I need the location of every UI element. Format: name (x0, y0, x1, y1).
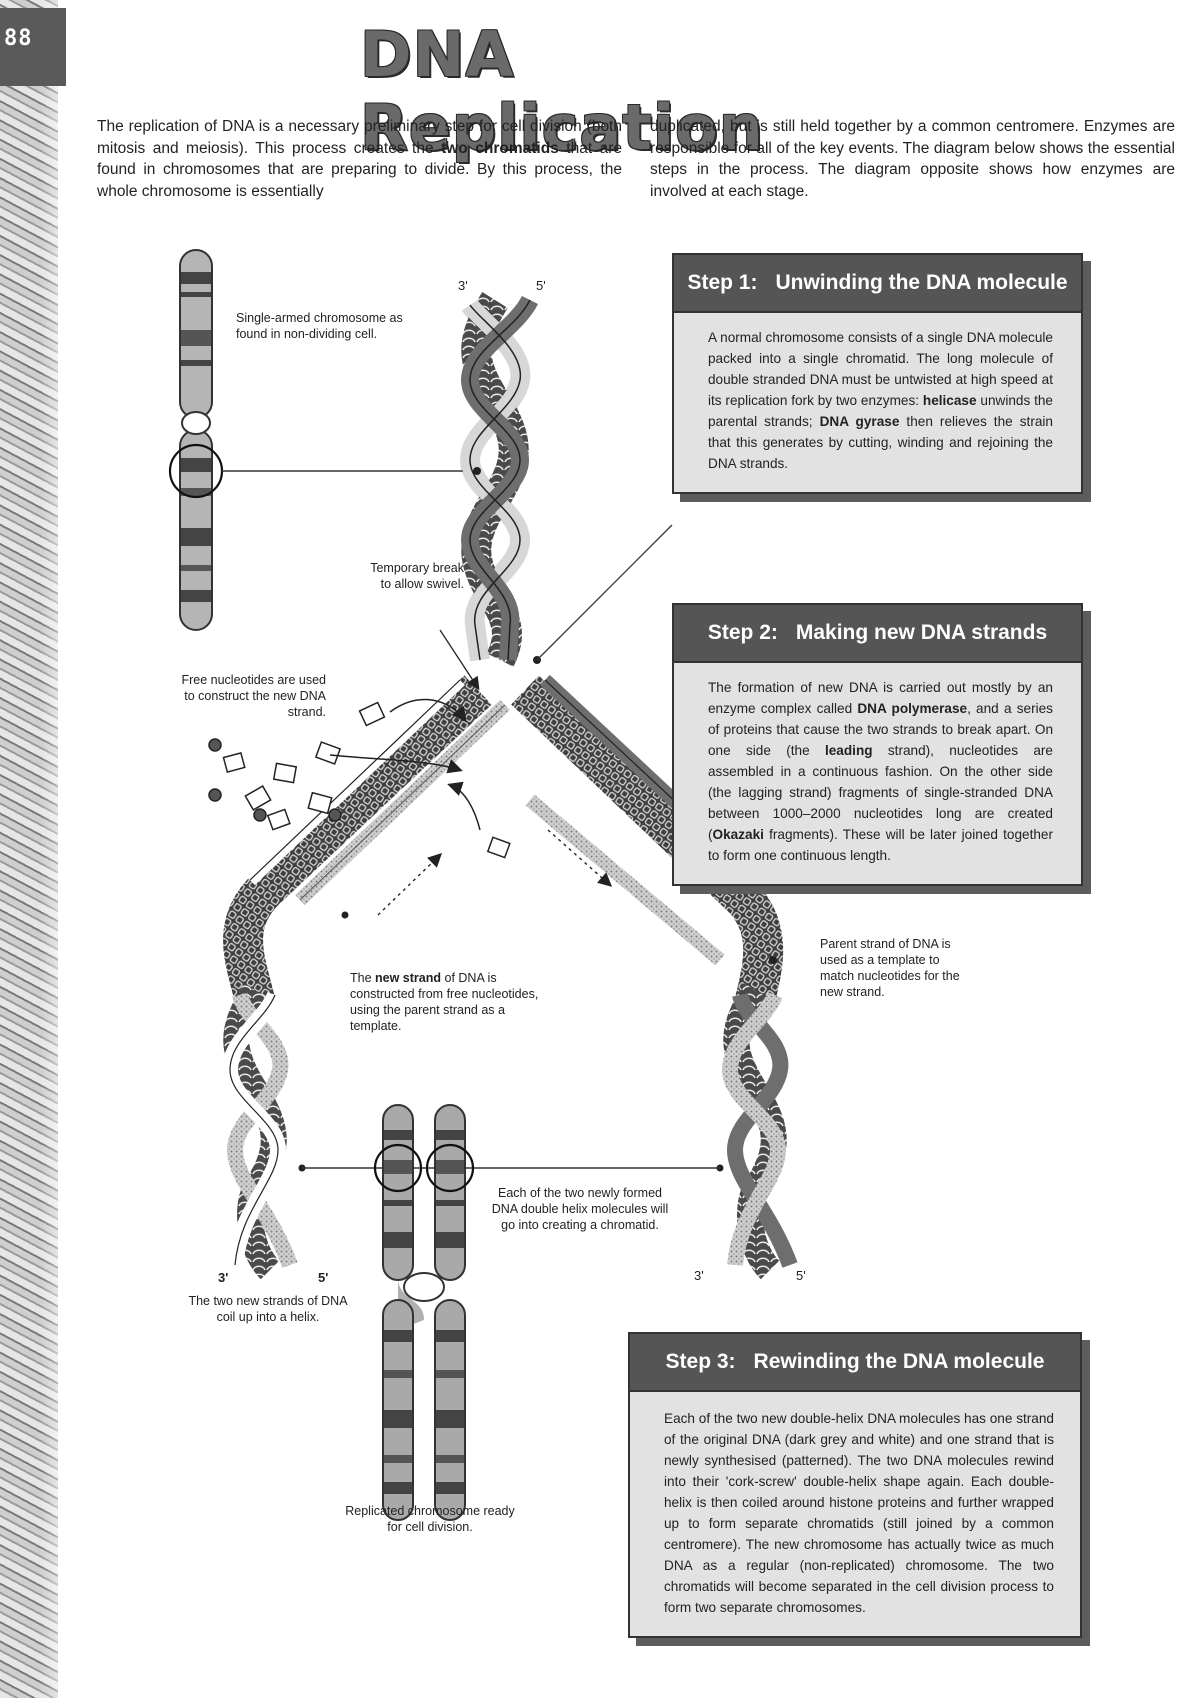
step3-box: Step 3: Rewinding the DNA molecule Each o… (628, 1332, 1082, 1638)
label-new-strand: The new strand of DNA is constructed fro… (350, 970, 540, 1034)
step1-header: Step 1: Unwinding the DNA molecule (672, 253, 1083, 313)
end-label: 5' (536, 278, 546, 293)
step3-title: Rewinding the DNA molecule (754, 1350, 1045, 1373)
label-free-nucleotides: Free nucleotides are used to construct t… (180, 672, 326, 720)
step-bold: DNA polymerase (857, 701, 967, 716)
step2-header: Step 2: Making new DNA strands (672, 603, 1083, 663)
step-bold: DNA gyrase (820, 414, 900, 429)
label-replicated: Replicated chromosome ready for cell div… (345, 1503, 515, 1535)
direction-arrow (378, 855, 440, 915)
step1-title: Unwinding the DNA molecule (775, 271, 1067, 294)
label-single-armed: Single-armed chromosome as found in non-… (236, 310, 406, 342)
end-label: 5' (796, 1268, 806, 1283)
nucleotide-arrow (450, 785, 480, 830)
step3-body: Each of the two new double-helix DNA mol… (628, 1392, 1082, 1638)
step3-number: Step 3: (666, 1350, 736, 1373)
step-bold: helicase (923, 393, 977, 408)
step1-body: A normal chromosome consists of a single… (672, 313, 1083, 494)
step2-title: Making new DNA strands (796, 621, 1047, 644)
end-label: 3' (694, 1268, 704, 1283)
parent-double-helix (470, 300, 541, 664)
step2-body: The formation of new DNA is carried out … (672, 663, 1083, 886)
step1-number: Step 1: (687, 271, 757, 294)
label-bold: new strand (375, 971, 441, 985)
label-temporary-break: Temporary break to allow swivel. (360, 560, 464, 592)
step2-box: Step 2: Making new DNA strands The format… (672, 603, 1083, 886)
label-each-two: Each of the two newly formed DNA double … (490, 1185, 670, 1233)
step-bold: Okazaki (713, 827, 764, 842)
daughter-helix-right (717, 990, 791, 1270)
step1-box: Step 1: Unwinding the DNA molecule A norm… (672, 253, 1083, 494)
step1-pointer (537, 525, 672, 660)
end-label: 5' (318, 1270, 328, 1285)
step2-number: Step 2: (708, 621, 778, 644)
end-label: 3' (218, 1270, 228, 1285)
step3-header: Step 3: Rewinding the DNA molecule (628, 1332, 1082, 1392)
end-label: 3' (458, 278, 468, 293)
label-text: The (350, 971, 375, 985)
leading-strand-branch (243, 680, 505, 1000)
step-bold: leading (825, 743, 873, 758)
label-coil-up: The two new strands of DNA coil up into … (180, 1293, 356, 1325)
label-parent-strand: Parent strand of DNA is used as a templa… (820, 936, 970, 1000)
